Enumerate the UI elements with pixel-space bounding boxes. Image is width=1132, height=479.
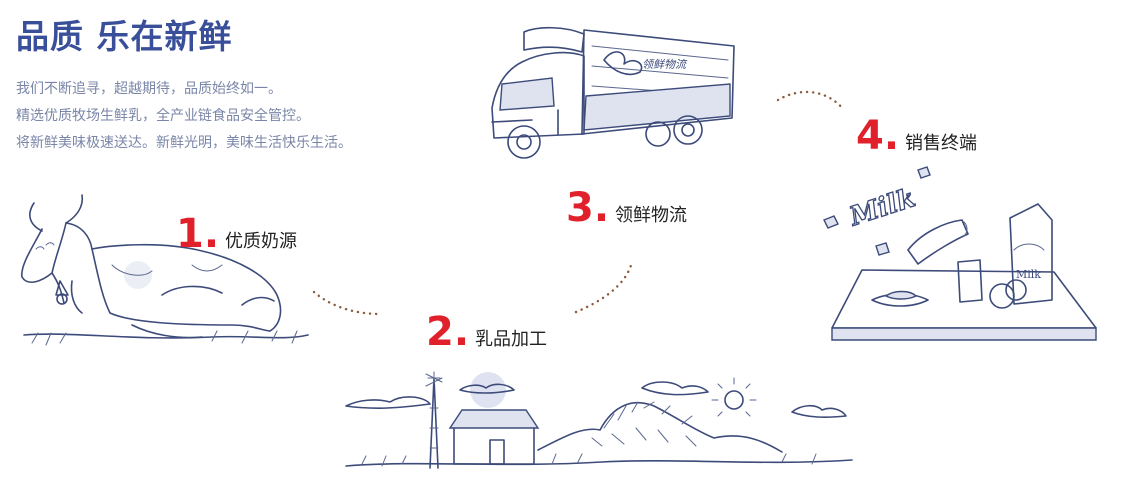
step-2-label: 乳品加工 bbox=[475, 329, 548, 350]
step-3: 3. 领鲜物流 bbox=[566, 185, 688, 231]
dotted-path-1 bbox=[312, 290, 382, 316]
intro-text: 我们不断追寻，超越期待，品质始终如一。 精选优质牧场生鲜乳，全产业链食品安全管控… bbox=[16, 76, 436, 157]
page-title: 品质 乐在新鲜 bbox=[16, 17, 233, 56]
step-2: 2. 乳品加工 bbox=[426, 309, 548, 355]
step-2-number: 2 bbox=[426, 309, 454, 355]
carton-label: Milk bbox=[1016, 268, 1041, 281]
milk-splash-text: Milk bbox=[845, 183, 919, 232]
delivery-truck-illustration: 领鲜物流 bbox=[491, 26, 735, 159]
step-3-label: 领鲜物流 bbox=[615, 205, 688, 226]
step-4-label: 销售终端 bbox=[905, 133, 978, 154]
step-1-number: 1 bbox=[176, 211, 204, 257]
intro-line-2: 精选优质牧场生鲜乳，全产业链食品安全管控。 bbox=[16, 108, 310, 124]
truck-brand-text: 领鲜物流 bbox=[642, 58, 688, 71]
step-3-number: 3 bbox=[566, 185, 594, 231]
cow-illustration bbox=[21, 194, 309, 346]
intro-line-3: 将新鲜美味极速送达。新鲜光明，美味生活快乐生活。 bbox=[16, 135, 352, 151]
dotted-path-3 bbox=[776, 90, 846, 112]
farm-landscape-illustration bbox=[345, 371, 853, 469]
step-1-label: 优质奶源 bbox=[225, 231, 298, 252]
milk-table-illustration: Milk Milk bbox=[823, 166, 1097, 341]
step-4: 4. 销售终端 bbox=[856, 113, 978, 159]
step-1: 1. 优质奶源 bbox=[176, 211, 298, 257]
intro-line-1: 我们不断追寻，超越期待，品质始终如一。 bbox=[16, 81, 282, 97]
dotted-path-2 bbox=[574, 260, 634, 314]
step-4-number: 4 bbox=[856, 113, 884, 159]
